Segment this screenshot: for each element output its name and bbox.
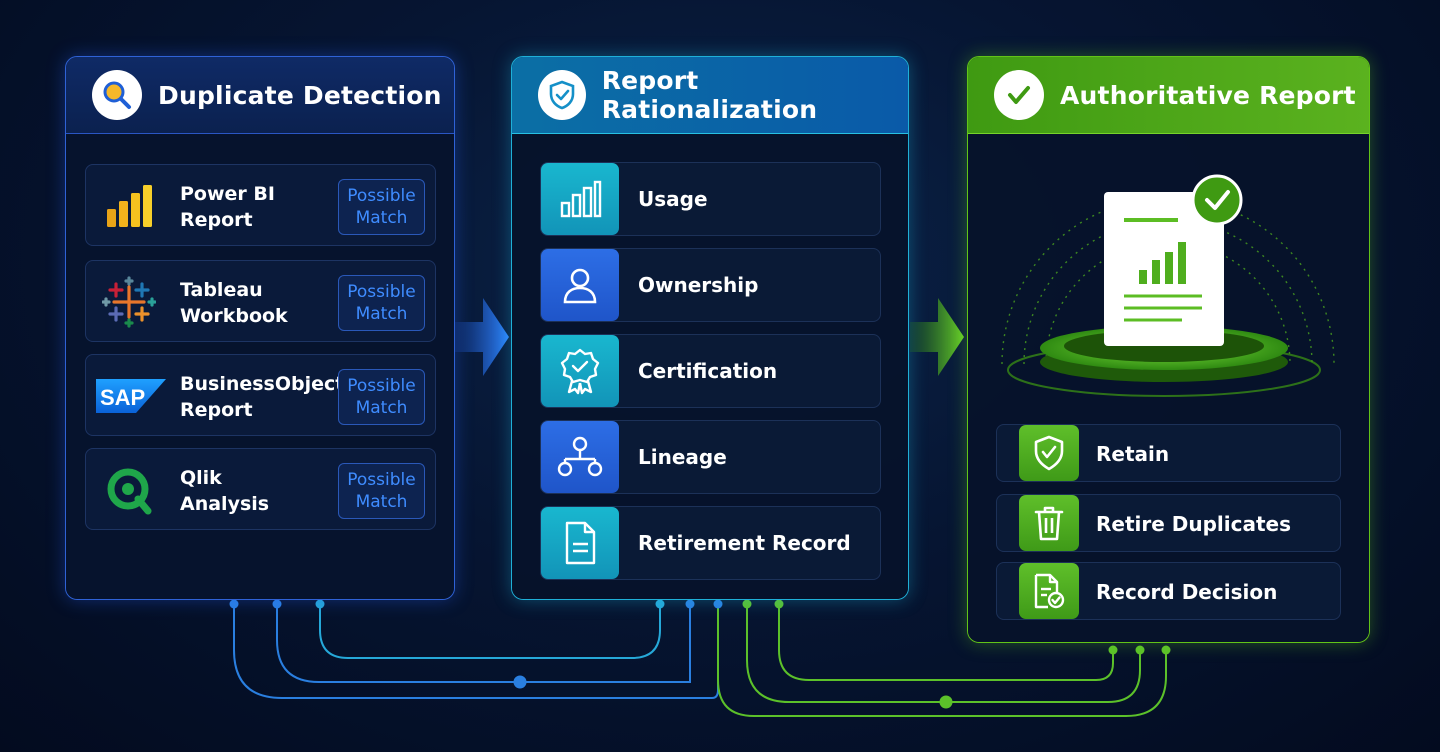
authoritative-report-panel: Authoritative Report (967, 56, 1370, 643)
source-card-qlik[interactable]: Qlik Analysis Possible Match (85, 448, 436, 530)
authoritative-body: Retain Retire Duplicates (968, 133, 1369, 642)
shield-check-icon (1019, 425, 1079, 481)
connector-line (746, 604, 1141, 703)
possible-match-badge: Possible Match (338, 275, 425, 331)
connector-line (233, 604, 719, 699)
user-icon (541, 249, 619, 321)
flow-arrow-icon (455, 298, 509, 376)
criterion-usage[interactable]: Usage (540, 162, 881, 236)
action-label: Retire Duplicates (1096, 512, 1292, 536)
sap-logo: SAP (94, 369, 168, 423)
tableau-logo (101, 275, 157, 329)
connector-node (229, 599, 239, 609)
action-label: Retain (1096, 442, 1170, 466)
source-name: Power BI Report (180, 183, 275, 231)
source-card-tableau[interactable]: Tableau Workbook Possible Match (85, 260, 436, 342)
criterion-label: Certification (638, 359, 778, 383)
connector-node (1135, 645, 1145, 655)
connector-node (655, 599, 665, 609)
source-name: Qlik Analysis (180, 467, 270, 515)
panel-header: Duplicate Detection (66, 57, 454, 133)
bar-chart-icon (541, 163, 619, 235)
magnifier-icon (92, 70, 142, 120)
source-name: BusinessObjects Report (180, 373, 356, 421)
panel-header: Report Rationalization (512, 57, 908, 133)
source-name: Tableau Workbook (180, 279, 288, 327)
panel-title: Authoritative Report (1060, 80, 1356, 110)
connector-node (1108, 645, 1118, 655)
panel-title: Report Rationalization (601, 66, 818, 124)
connector-junction (939, 695, 953, 709)
possible-match-badge: Possible Match (338, 369, 425, 425)
criterion-label: Ownership (638, 273, 759, 297)
duplicate-detection-panel: Duplicate Detection Power BI Report Poss… (65, 56, 455, 600)
report-rationalization-panel: Report Rationalization Usage Ownershi (511, 56, 909, 600)
power-bi-logo (102, 179, 156, 233)
sap-logo-text: SAP (100, 385, 145, 410)
source-card-power-bi[interactable]: Power BI Report Possible Match (85, 164, 436, 246)
connector-node (774, 599, 784, 609)
certificate-icon (541, 335, 619, 407)
action-retain[interactable]: Retain (996, 424, 1341, 482)
source-card-businessobjects[interactable]: SAP BusinessObjects Report Possible Matc… (85, 354, 436, 436)
action-retire-duplicates[interactable]: Retire Duplicates (996, 494, 1341, 552)
criterion-retirement-record[interactable]: Retirement Record (540, 506, 881, 580)
connector-node (713, 599, 723, 609)
action-label: Record Decision (1096, 580, 1278, 604)
document-icon (541, 507, 619, 579)
criterion-label: Usage (638, 187, 708, 211)
source-list: Power BI Report Possible Match (66, 133, 454, 599)
criteria-list: Usage Ownership Certification (512, 133, 908, 599)
shield-check-icon (538, 70, 586, 120)
lineage-icon (541, 421, 619, 493)
connector-line (319, 604, 661, 659)
flow-arrow-icon (910, 298, 964, 376)
connector-node (685, 599, 695, 609)
possible-match-badge: Possible Match (338, 179, 425, 235)
connector-node (272, 599, 282, 609)
action-record-decision[interactable]: Record Decision (996, 562, 1341, 620)
connector-junction (513, 675, 527, 689)
trash-icon (1019, 495, 1079, 551)
connector-node (315, 599, 325, 609)
qlik-logo (102, 463, 156, 517)
criterion-label: Lineage (638, 445, 727, 469)
connector-node (1161, 645, 1171, 655)
possible-match-badge: Possible Match (338, 463, 425, 519)
connector-node (742, 599, 752, 609)
panel-title: Duplicate Detection (158, 80, 442, 110)
certified-report-illustration (1001, 174, 1335, 397)
connector-line (778, 604, 1114, 681)
criterion-lineage[interactable]: Lineage (540, 420, 881, 494)
connector-line (717, 604, 1167, 717)
checkmark-icon (994, 70, 1044, 120)
connector-line (276, 604, 691, 683)
criterion-certification[interactable]: Certification (540, 334, 881, 408)
document-check-icon (1019, 563, 1079, 619)
criterion-label: Retirement Record (638, 531, 851, 555)
criterion-ownership[interactable]: Ownership (540, 248, 881, 322)
panel-header: Authoritative Report (968, 57, 1369, 133)
